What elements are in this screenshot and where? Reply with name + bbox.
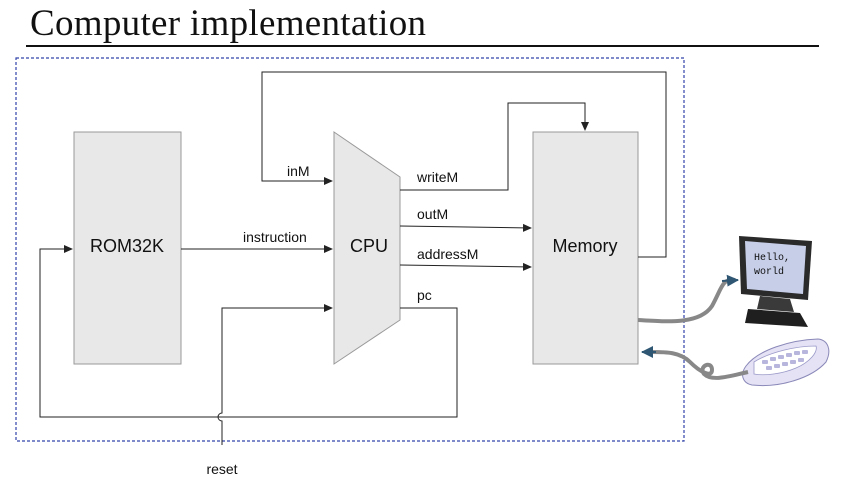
- instruction-label: instruction: [243, 229, 307, 245]
- title-underline: [26, 45, 819, 47]
- screen-line-2: world: [754, 266, 784, 278]
- outM-label: outM: [417, 206, 448, 222]
- monitor-cable: [637, 277, 736, 324]
- outM-wire: [399, 223, 532, 232]
- pc-label: pc: [417, 287, 432, 303]
- reset-label: reset: [206, 461, 237, 477]
- inM-wire: [261, 71, 667, 258]
- rom-block: ROM32K: [73, 131, 182, 365]
- inM-label: inM: [287, 163, 310, 179]
- rom-label: ROM32K: [90, 236, 164, 256]
- reset-wire: [217, 304, 333, 445]
- page-title: Computer implementation: [30, 3, 427, 44]
- keyboard-icon: [742, 338, 830, 387]
- computer-boundary: [15, 57, 685, 442]
- memory-label: Memory: [552, 236, 617, 256]
- monitor-icon: Hello, world: [739, 236, 812, 327]
- addressM-wire: [399, 262, 532, 271]
- memory-block: Memory: [532, 131, 639, 365]
- monitor-cable-arrow: [721, 274, 739, 287]
- cpu-label: CPU: [350, 236, 388, 256]
- cpu-block: CPU: [333, 131, 401, 365]
- screen-line-1: Hello,: [754, 252, 790, 264]
- writeM-wire: [400, 102, 589, 191]
- writeM-label: writeM: [416, 169, 458, 185]
- pc-wire: [39, 245, 458, 418]
- addressM-label: addressM: [417, 246, 478, 262]
- keyboard-cable: [651, 350, 749, 380]
